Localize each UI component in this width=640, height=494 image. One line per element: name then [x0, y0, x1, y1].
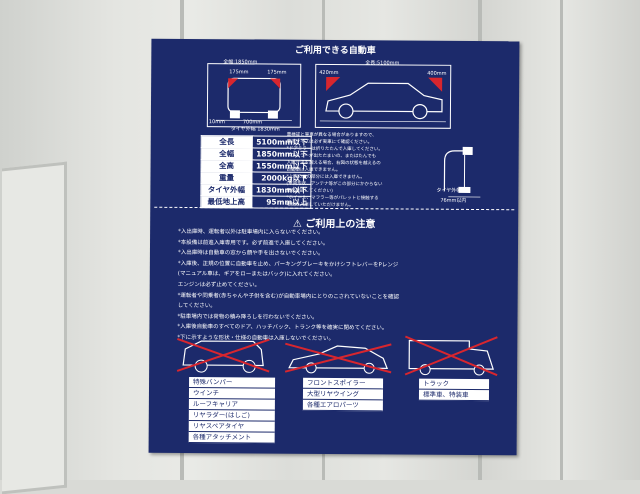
tire-width-label: タイヤ外幅 1830mm — [231, 125, 280, 132]
list-item: 大型リヤウイング — [303, 389, 383, 401]
list-item: 各種アタッチメント — [189, 432, 275, 444]
spec-key: 重量 — [201, 172, 252, 184]
wall-seam — [560, 0, 563, 480]
dim-420: 420mm — [319, 70, 338, 76]
list-item: ルーフキャリア — [189, 399, 275, 411]
spec-key: 全長 — [201, 136, 252, 148]
tire-diagram-value: 76mm以内 — [440, 197, 466, 204]
sign-title: ご利用できる自動車 — [151, 42, 519, 58]
notes-list: *入出庫時、運転者以外は駐車場内に入らないでください。 *本設備は前進入庫専用で… — [177, 227, 498, 346]
side-length-label: 全長:5100mm — [365, 59, 399, 66]
prohibited-list-3: トラック 標準車、特装車 — [419, 379, 489, 401]
spec-key: タイヤ外幅 — [201, 184, 252, 196]
side-notes: 車検証と実車が異なる場合がありますので、 車両サイズは必ず実車にて確認ください。… — [286, 132, 407, 210]
front-width-label: 全幅:1850mm — [223, 58, 257, 65]
list-item: ウインチ — [189, 388, 275, 400]
list-item: 特殊バンパー — [189, 377, 275, 389]
list-item: 各種エアロパーツ — [303, 400, 383, 412]
front-view-diagram — [207, 63, 301, 128]
spec-key: 最低地上高 — [201, 196, 252, 208]
parking-sign: ご利用できる自動車 全幅:1850mm 175mm 175mm 700mm 10… — [149, 39, 520, 456]
dim-10: 10mm — [209, 119, 225, 125]
prohibited-list-1: 特殊バンパー ウインチ ルーフキャリア リヤラダー(はしご) リヤスペアタイヤ … — [189, 377, 275, 444]
dim-400: 400mm — [427, 71, 446, 77]
list-item: リヤスペアタイヤ — [189, 421, 275, 433]
dim-175-right: 175mm — [267, 70, 286, 76]
spec-key: 全高 — [201, 160, 252, 172]
tire-diagram-label: タイヤ外幅 — [436, 187, 461, 194]
section-divider — [154, 207, 514, 211]
list-item: 標準車、特装車 — [419, 390, 489, 401]
list-item: フロントスポイラー — [303, 378, 383, 390]
spec-key: 全幅 — [201, 148, 252, 160]
list-item: トラック — [419, 379, 489, 390]
truck-prohibited-icon — [403, 334, 499, 379]
wall-panel-frame — [2, 162, 67, 494]
list-item: リヤラダー(はしご) — [189, 410, 275, 422]
sports-car-prohibited-icon — [283, 340, 393, 377]
prohibited-list-2: フロントスポイラー 大型リヤウイング 各種エアロパーツ — [303, 378, 383, 412]
dim-175-left: 175mm — [229, 69, 248, 75]
suv-prohibited-icon — [173, 335, 273, 376]
